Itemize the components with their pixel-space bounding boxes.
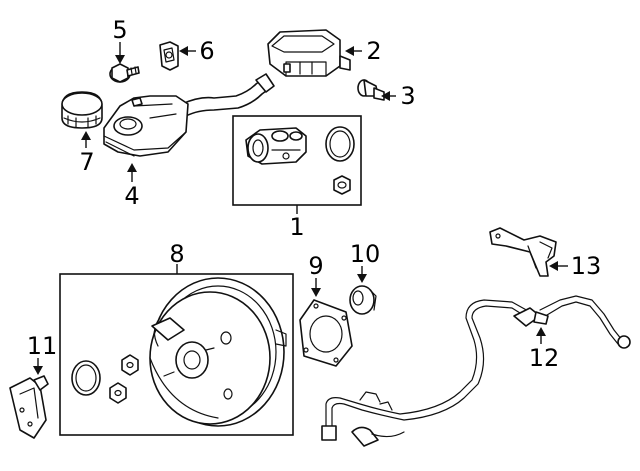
part-4-fluid-reservoir[interactable]: [103, 73, 275, 157]
part-3-fitting[interactable]: [357, 79, 385, 101]
callout-6-label: 6: [199, 37, 214, 65]
callout-13[interactable]: 13: [571, 252, 602, 280]
part-9-gasket-plate[interactable]: [299, 299, 353, 367]
part-12-vacuum-hose[interactable]: [321, 295, 631, 447]
callout-4-label: 4: [124, 182, 139, 210]
callout-3-label: 3: [400, 82, 415, 110]
callout-11[interactable]: 11: [27, 332, 58, 360]
callout-12-label: 12: [529, 344, 560, 372]
callout-12[interactable]: 12: [529, 344, 560, 372]
callout-1-label: 1: [289, 213, 304, 241]
callout-7[interactable]: 7: [79, 148, 94, 176]
part-5-bolt[interactable]: [109, 63, 140, 83]
callout-2[interactable]: 2: [366, 37, 381, 65]
callout-9-label: 9: [308, 252, 323, 280]
callout-7-label: 7: [79, 148, 94, 176]
part-10-grommet[interactable]: [349, 285, 377, 315]
callout-9[interactable]: 9: [308, 252, 323, 280]
part-1-master-cylinder[interactable]: [245, 126, 355, 195]
callout-10-label: 10: [350, 240, 381, 268]
callout-2-label: 2: [366, 37, 381, 65]
callout-6[interactable]: 6: [199, 37, 214, 65]
part-2-control-module[interactable]: [267, 29, 351, 77]
callout-5[interactable]: 5: [112, 16, 127, 44]
callout-5-label: 5: [112, 16, 127, 44]
callout-4[interactable]: 4: [124, 182, 139, 210]
part-8-brake-booster[interactable]: [71, 277, 287, 427]
part-13-bracket[interactable]: [489, 227, 557, 277]
part-6-clip[interactable]: [159, 41, 179, 71]
callout-11-label: 11: [27, 332, 58, 360]
part-11-sensor[interactable]: [9, 375, 49, 439]
callout-3[interactable]: 3: [400, 82, 415, 110]
callout-13-label: 13: [571, 252, 602, 280]
part-7-reservoir-cap[interactable]: [61, 91, 103, 129]
callout-1[interactable]: 1: [289, 213, 304, 241]
leader-lines: [33, 42, 568, 375]
callout-8[interactable]: 8: [169, 240, 184, 268]
callout-8-label: 8: [169, 240, 184, 268]
callout-10[interactable]: 10: [350, 240, 381, 268]
